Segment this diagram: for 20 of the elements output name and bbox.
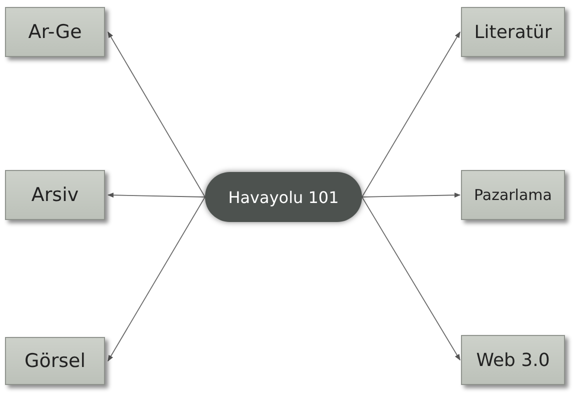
topic-box: [5, 170, 105, 220]
topic-label: Pazarlama: [474, 186, 552, 204]
arrow: [362, 31, 460, 198]
arrow: [107, 192, 206, 198]
topic-label: Web 3.0: [476, 350, 550, 370]
arrow: [362, 192, 461, 198]
central-topic: [205, 172, 362, 222]
topic-box: [461, 335, 565, 385]
topic-box: [461, 7, 565, 57]
topic-label: Görsel: [24, 350, 86, 372]
arrow: [108, 31, 206, 198]
topic-box: [461, 170, 565, 220]
topic-box: [5, 7, 105, 57]
topic-label: Havayolu 101: [228, 188, 339, 206]
arrow: [362, 196, 460, 361]
topic-box: [5, 337, 105, 385]
arrow: [108, 196, 206, 362]
topic-label: Ar-Ge: [28, 21, 82, 43]
topic-label: Literatür: [474, 22, 552, 42]
topic-label: Arsiv: [31, 184, 79, 206]
